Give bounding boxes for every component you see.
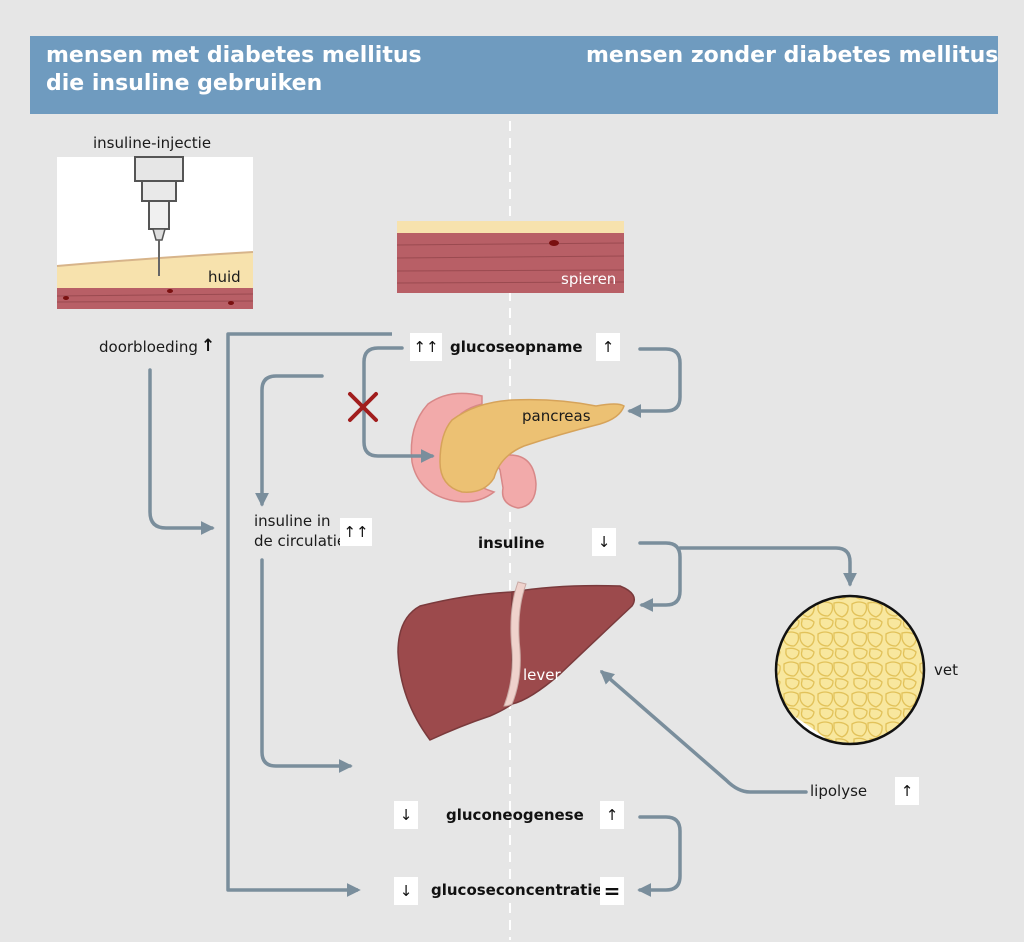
arrow-main-loop — [226, 332, 392, 897]
liver-label: lever — [523, 666, 561, 684]
skin-label: huid — [208, 268, 241, 286]
pancreas-label: pancreas — [522, 407, 591, 425]
arrow-lipolysis-liver — [599, 670, 808, 794]
arrow-circulation-up — [255, 374, 324, 507]
fat-illustration — [774, 594, 926, 746]
gluconeogenesis-label: gluconeogenese — [446, 806, 584, 824]
gluconeogenesis-normal-indicator: ↑ — [600, 801, 624, 829]
insulin-label: insuline — [478, 534, 545, 552]
header-left-line1: mensen met diabetes mellitus — [46, 43, 422, 68]
glucose-concentration-diabetes-indicator: ↓ — [394, 877, 418, 905]
blood-flow-label: doorbloeding — [99, 338, 198, 356]
header-right: mensen zonder diabetes mellitus — [586, 43, 999, 68]
header-left: mensen met diabetes mellitus die insulin… — [46, 42, 422, 98]
gluconeogenesis-diabetes-indicator: ↓ — [394, 801, 418, 829]
insulin-circulation-label: insuline in de circulatie — [254, 511, 346, 551]
arrow-pancreas-in — [362, 346, 435, 463]
arrow-insulin-fat — [678, 546, 857, 587]
fat-label: vet — [934, 661, 958, 679]
insulin-circulation-indicator: ↑↑ — [340, 518, 372, 546]
pancreas-illustration — [410, 392, 625, 509]
blood-flow-arrow-icon: ↑ — [201, 336, 216, 356]
glucose-uptake-label: glucoseopname — [450, 338, 583, 356]
blocked-cross-icon — [348, 392, 378, 422]
arrow-insulin-liver — [638, 541, 682, 612]
glucose-concentration-normal-indicator: = — [600, 877, 624, 905]
glucose-uptake-diabetes-indicator: ↑↑ — [410, 333, 442, 361]
arrow-circulation-down — [260, 558, 353, 773]
muscles-label: spieren — [561, 270, 617, 288]
insulin-circulation-line1: insuline in — [254, 512, 331, 530]
lipolysis-indicator: ↑ — [895, 777, 919, 805]
injection-illustration — [56, 156, 254, 309]
arrow-uptake-pancreas — [627, 347, 682, 418]
header-left-line2: die insuline gebruiken — [46, 71, 323, 96]
arrow-gluconeogenesis — [637, 815, 682, 897]
insulin-circulation-line2: de circulatie — [254, 532, 347, 550]
muscle-illustration — [396, 221, 625, 293]
injection-label: insuline-injectie — [93, 134, 212, 152]
insulin-normal-indicator: ↓ — [592, 528, 616, 556]
arrow-blood-flow — [148, 368, 215, 535]
flow-arrows — [148, 332, 857, 897]
glucose-uptake-normal-indicator: ↑ — [596, 333, 620, 361]
liver-illustration — [397, 581, 635, 741]
lipolysis-label: lipolyse — [810, 782, 868, 800]
header-banner — [30, 36, 998, 114]
glucose-concentration-label: glucoseconcentratie — [431, 881, 603, 899]
